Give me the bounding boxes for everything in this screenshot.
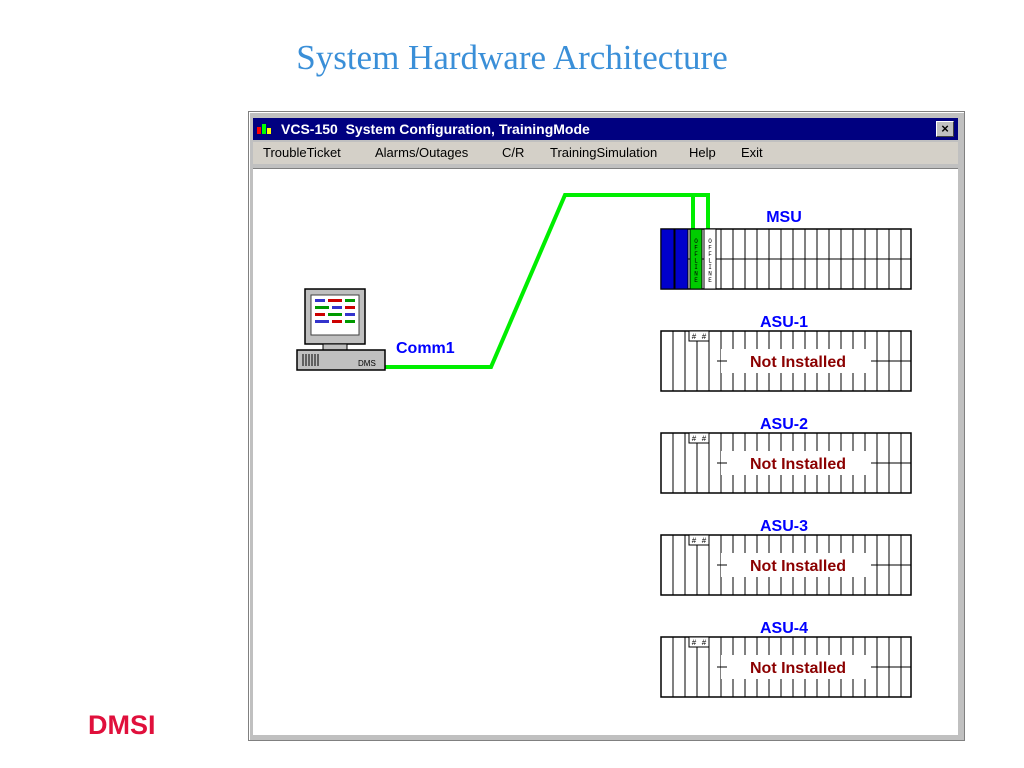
asu-label: ASU-3 [760,518,808,535]
slot-marker: # [702,333,707,342]
menu-alarms-outages[interactable]: Alarms/Outages [375,145,469,160]
menu-bar: TroubleTicket Alarms/Outages C/R Trainin… [253,142,958,164]
msu-card-label: E [694,277,698,284]
msu-card-label: I [708,264,712,271]
comm1-label: Comm1 [396,340,455,357]
asu-label: ASU-4 [760,620,808,637]
menu-cr[interactable]: C/R [502,145,525,160]
menu-troubleticket[interactable]: TroubleTicket [263,145,341,160]
msu-card-label: N [708,271,712,278]
slot-marker: # [692,537,697,546]
slot-marker: # [692,639,697,648]
asu-label: ASU-1 [760,314,808,331]
asu-status: Not Installed [750,558,846,575]
asu-label: ASU-2 [760,416,808,433]
msu-card-label: F [708,251,712,258]
asu-status: Not Installed [750,354,846,371]
menu-help[interactable]: Help [689,145,716,160]
msu-card-label: L [708,258,712,265]
asu-chassis[interactable]: ASU-3 # # Not Installed [660,518,912,596]
msu-card-label: I [694,264,698,271]
slot-marker: # [692,333,697,342]
msu-card-label: L [694,258,698,265]
workstation-case-label: DMS [358,359,376,368]
window-title: VCS-150 System Configuration, TrainingMo… [281,121,590,137]
close-button[interactable]: × [936,121,954,137]
title-bar[interactable]: VCS-150 System Configuration, TrainingMo… [253,118,958,140]
slot-marker: # [702,435,707,444]
msu-card-label: F [694,251,698,258]
asu-chassis[interactable]: ASU-4 # # Not Installed [660,620,912,698]
asu-status: Not Installed [750,456,846,473]
menu-training-simulation[interactable]: TrainingSimulation [550,145,658,160]
asu-chassis[interactable]: ASU-2 # # Not Installed [660,416,912,494]
msu-card-label: O [694,238,698,245]
msu-card-label: F [694,245,698,252]
menu-exit[interactable]: Exit [741,145,763,160]
msu-card-label: O [708,238,712,245]
msu-card-label: N [694,271,698,278]
msu-label: MSU [766,209,802,226]
app-window: VCS-150 System Configuration, TrainingMo… [248,111,965,741]
slot-marker: # [692,435,697,444]
slot-marker: # [702,639,707,648]
asu-status: Not Installed [750,660,846,677]
msu-card-label: E [708,277,712,284]
msu-card-label: F [708,245,712,252]
slide-title: System Hardware Architecture [296,38,728,77]
app-icon [257,124,271,134]
slot-marker: # [702,537,707,546]
workstation-icon[interactable] [296,288,386,371]
comm-link [385,193,710,369]
asu-chassis[interactable]: ASU-1 # # Not Installed [660,314,912,392]
brand-logo: DMSI [88,710,156,740]
